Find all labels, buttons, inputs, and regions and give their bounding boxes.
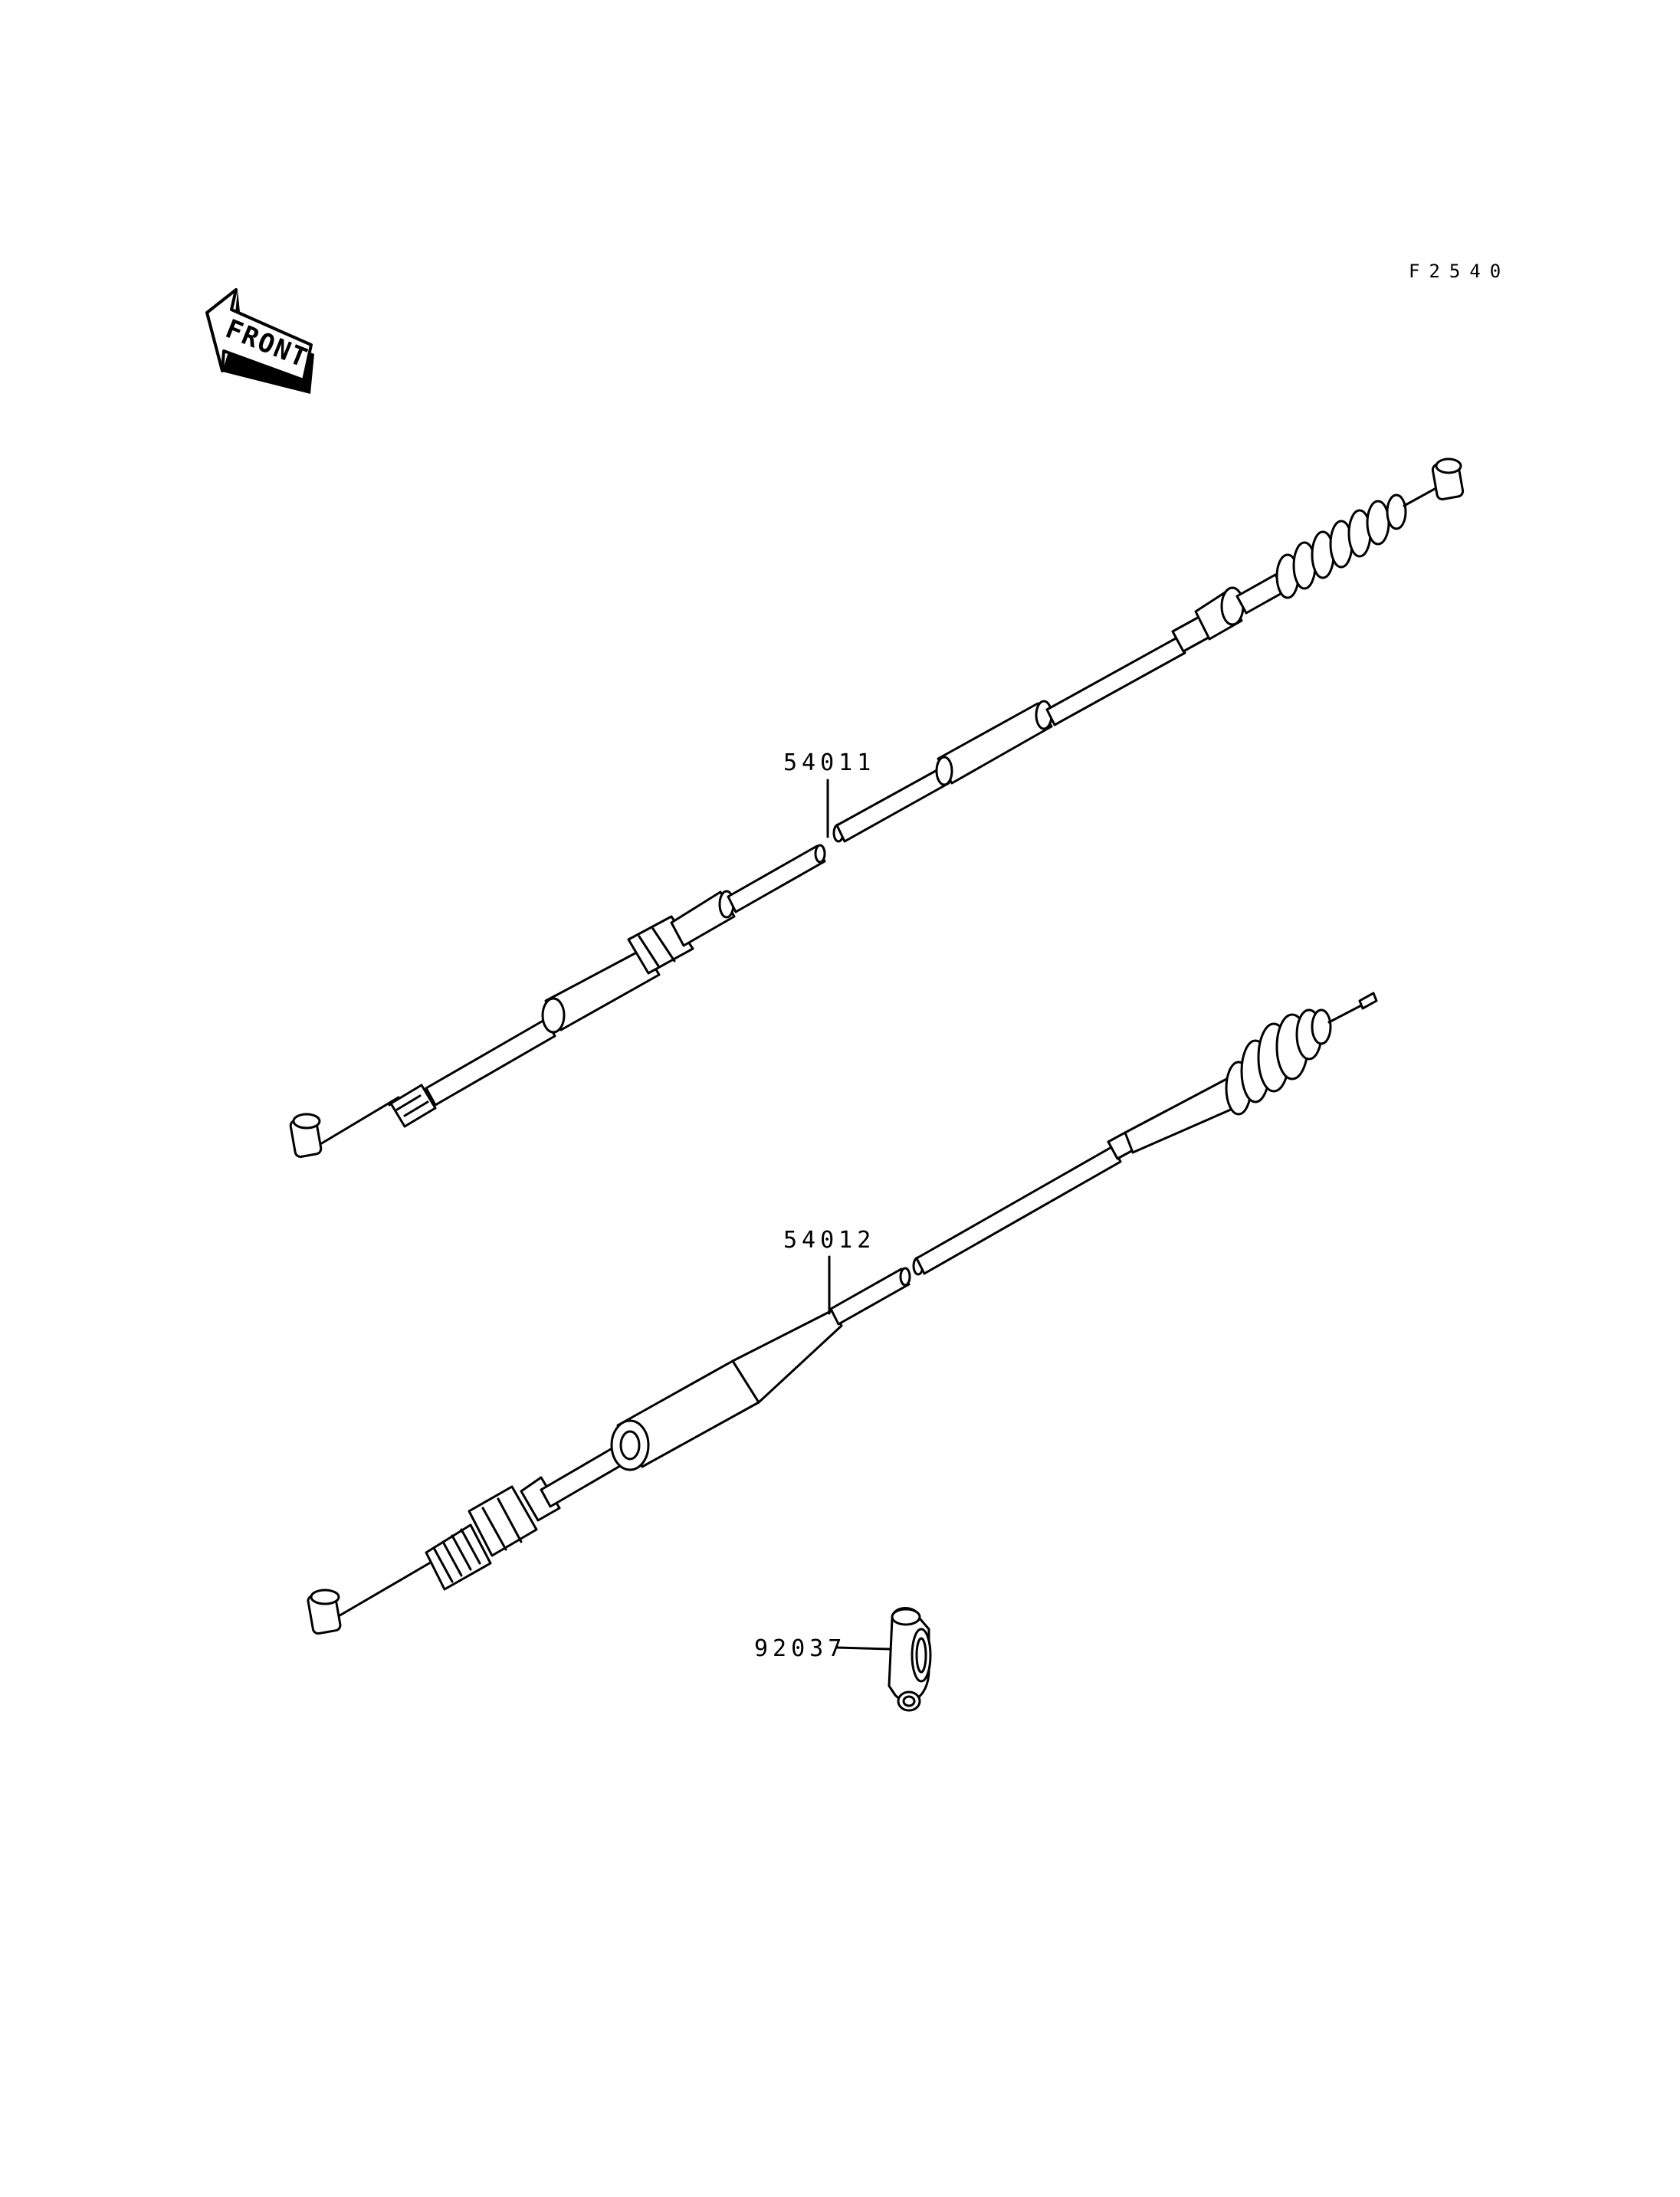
cable-54011 (289, 457, 1465, 1158)
cable-54012 (307, 992, 1378, 1635)
part-label-92037-group: 92037 (754, 1635, 892, 1662)
part-label-54011-group: 54011 (783, 749, 875, 838)
clamp-92037 (888, 1607, 932, 1712)
front-arrow-icon: FRONT (205, 288, 314, 394)
diagram-code: F2540 (1409, 261, 1510, 282)
part-label-54012-group: 54012 (783, 1227, 875, 1315)
part-label-54011: 54011 (783, 749, 875, 776)
part-label-92037: 92037 (754, 1635, 846, 1662)
part-label-54012: 54012 (783, 1227, 875, 1254)
